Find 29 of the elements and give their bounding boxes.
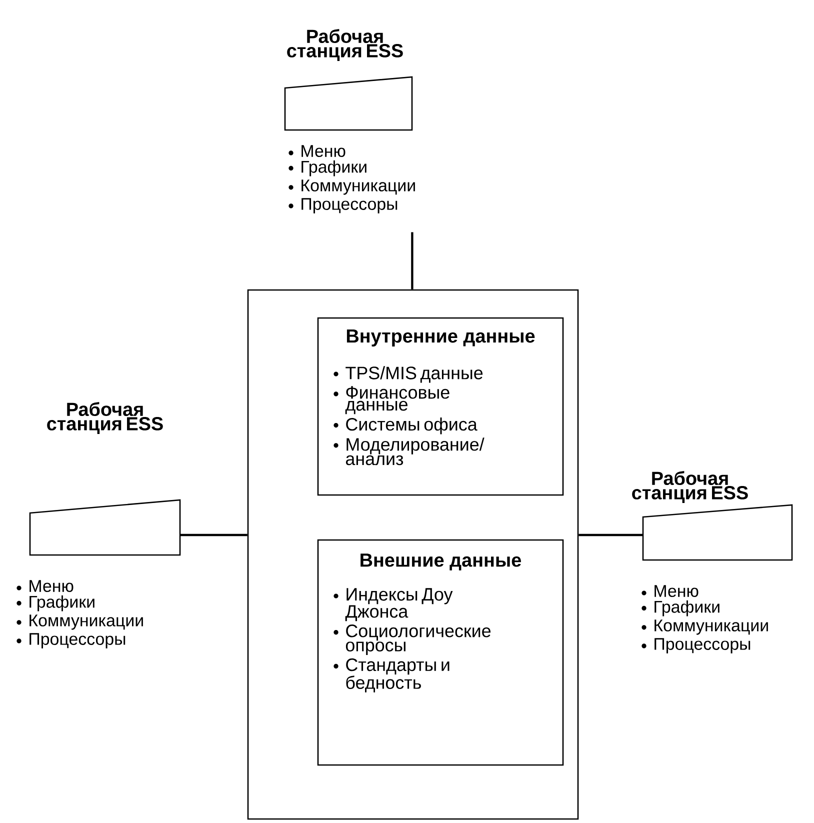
bullet-item: Процессоры: [642, 638, 750, 654]
bullet-item: Стандарты и бедность: [334, 658, 450, 692]
bullet-item: Процессоры: [16, 633, 126, 648]
connector-line: [180, 534, 248, 536]
workstation-heading: Рабочая станция ESS: [632, 470, 748, 503]
bullet-item: Индексы Доу Джонса: [334, 588, 453, 622]
bullet-item: Меню: [642, 585, 698, 598]
bullet-item: Системы офиса: [334, 418, 478, 434]
bullet-item: Коммуникации: [16, 614, 143, 630]
bullet-item: Финансовые данные: [334, 386, 450, 414]
bullet-item: Коммуникации: [642, 620, 768, 635]
connector-line: [411, 232, 414, 290]
bullet-item: Процессоры: [288, 198, 398, 214]
bullet-item: Меню: [288, 145, 346, 157]
bullet-item: Моделирование/ анализ: [334, 438, 484, 466]
bullet-item: TPS/MIS данные: [334, 366, 483, 383]
connector-line: [578, 534, 643, 536]
workstation: [284, 28, 415, 214]
bullet-item: Меню: [16, 580, 74, 592]
bullet-item: Графики: [642, 600, 720, 616]
workstation-heading: Рабочая станция ESS: [47, 402, 163, 434]
bullet-item: Коммуникации: [288, 180, 415, 195]
bullet-item: Графики: [16, 595, 94, 612]
workstation-heading: Рабочая станция ESS: [287, 28, 403, 61]
database-box: [247, 289, 579, 820]
workstation: [632, 470, 793, 654]
bullet-item: Социологические опросы: [334, 624, 491, 656]
bullet-item: Графики: [288, 160, 366, 176]
workstation: [16, 402, 181, 648]
